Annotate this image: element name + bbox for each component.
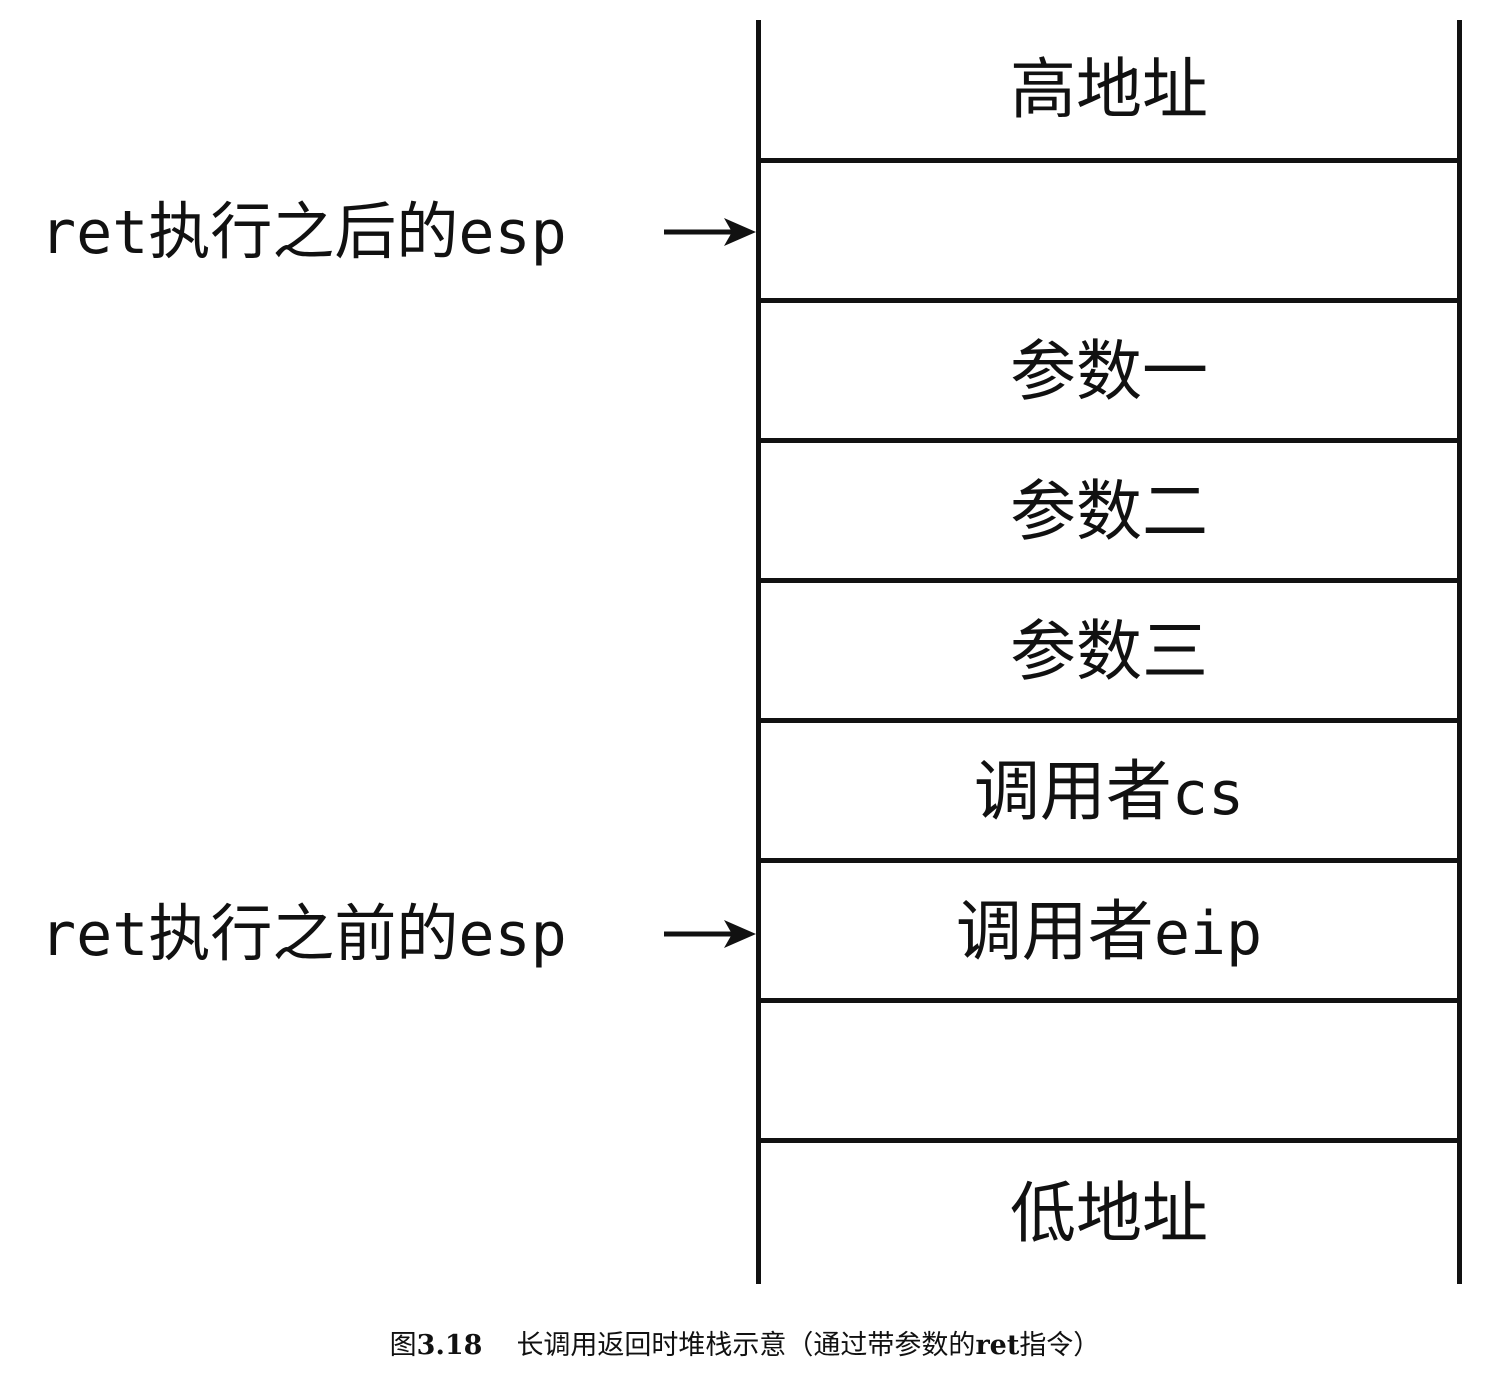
figure-caption: 图3.18 长调用返回时堆栈示意（通过带参数的ret指令） [0,1330,1490,1362]
stack-cell-label: 参数三 [1010,612,1208,690]
stack-cell-low-address: 低地址 [761,1143,1457,1284]
caption-keyword: ret [975,1330,1020,1361]
stack-cell-label: 调用者cs [973,752,1245,830]
esp-after-label: ret执行之后的esp [40,195,567,268]
caption-text: 长调用返回时堆栈示意（通过带参数的 [516,1330,976,1361]
stack-divider [761,578,1457,583]
stack-cell-param-1: 参数一 [761,303,1457,440]
stack-cell-label: 调用者eip [955,892,1263,970]
stack-cell-empty [761,1003,1457,1140]
stack-cell-caller-eip: 调用者eip [761,863,1457,1000]
right-arrow-icon [664,218,756,246]
caption-tail: 指令） [1019,1330,1101,1361]
stack-cell-label: 参数二 [1010,472,1208,550]
stack-divider [761,158,1457,163]
stack-cell-param-2: 参数二 [761,443,1457,580]
right-arrow-icon [664,920,756,948]
esp-after-pointer: ret执行之后的esp [40,192,756,272]
esp-before-label: ret执行之前的esp [40,897,567,970]
stack-divider [761,858,1457,863]
figure-prefix: 图 [389,1330,417,1361]
stack-cell-empty [761,163,1457,300]
stack-divider [761,298,1457,303]
stack-cell-label: 参数一 [1010,332,1208,410]
stack-divider [761,438,1457,443]
stack-diagram: 高地址 参数一 参数二 参数三 调用者cs 调用者eip 低地址 [756,20,1462,1284]
stack-cell-label: 高地址 [1010,51,1208,128]
stack-divider [761,998,1457,1003]
stack-cell-caller-cs: 调用者cs [761,723,1457,860]
esp-before-pointer: ret执行之前的esp [40,894,756,974]
stack-divider [761,1138,1457,1143]
stack-cell-param-3: 参数三 [761,583,1457,720]
stack-divider [761,718,1457,723]
stack-cell-high-address: 高地址 [761,20,1457,160]
figure-number: 3.18 [416,1330,483,1361]
stack-cell-label: 低地址 [1010,1174,1208,1252]
